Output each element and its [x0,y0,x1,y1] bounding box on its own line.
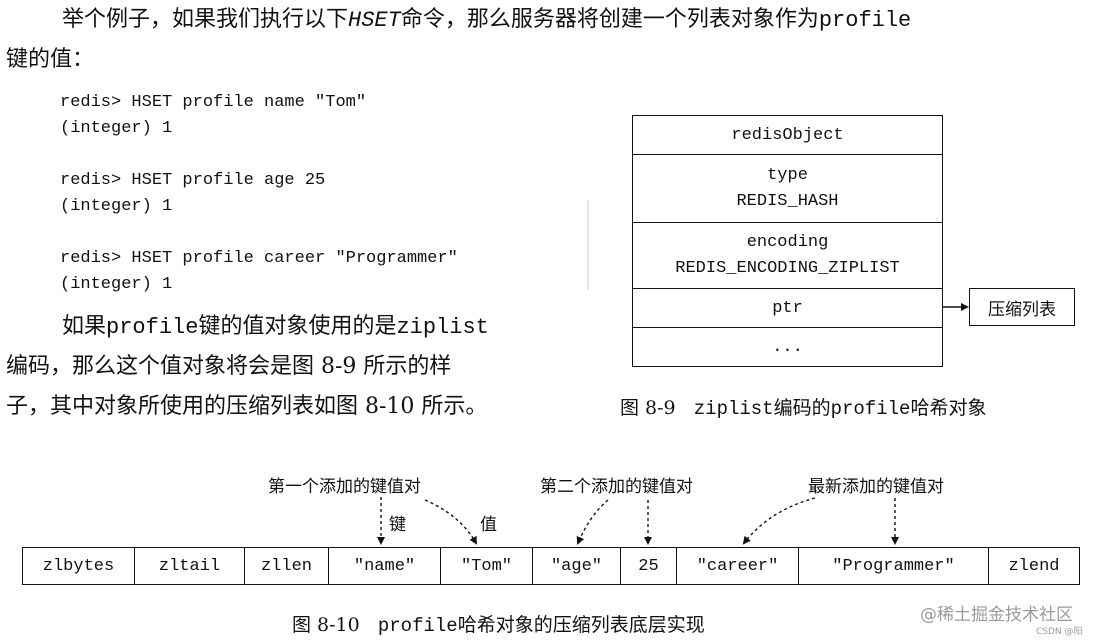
code-line-7: redis> HSET profile career "Programmer" [60,249,458,268]
obj-row-encoding-label: encoding [746,232,829,252]
obj-row-ptr: ptr [633,289,942,328]
obj-row-ellipsis: ... [633,328,942,366]
zl-cell-age: "age" [533,548,621,584]
zl-cell-programmer: "Programmer" [799,548,989,584]
para2-line2: 编码，那么这个值对象将会是图 8-9 所示的样 [6,354,452,379]
arrow-first-to-tom [424,499,477,545]
zl-cell-zltail: zltail [135,548,245,584]
figure-8-9-text: 编码的 [773,397,831,419]
para2-line3: 子，其中对象所使用的压缩列表如图 8-10 所示。 [6,394,488,419]
zl-cell-zlend: zlend [1008,556,1060,576]
figure-8-10-caption: 图 8-10 profile哈希对象的压缩列表底层实现 [292,610,705,637]
figure-8-9-number: 图 8-9 [620,397,676,419]
obj-row-type: type REDIS_HASH [633,155,942,223]
watermark-sub: CSDN @阳 [1036,627,1083,637]
zl-cell-tom: "Tom" [441,548,533,584]
zl-cell-zllen: zllen [245,548,329,584]
obj-row-type-value: REDIS_HASH [736,191,839,211]
para2-line1: 如果profile键的值对象使用的是ziplist [62,313,489,342]
figure-8-10-profile: profile [377,615,458,637]
zl-cell-career: "career" [677,548,799,584]
obj-row-type-label: type [767,165,808,185]
para1-line1: 举个例子，如果我们执行以下HSET命令，那么服务器将创建一个列表对象作为prof… [62,6,911,35]
figure-8-9-caption: 图 8-9 ziplist编码的profile哈希对象 [620,393,986,420]
figure-8-10-text: 哈希对象的压缩列表底层实现 [457,614,705,636]
anno-latest-pair: 最新添加的键值对 [808,477,944,497]
para1-hset-command: HSET [348,8,401,33]
figure-8-9-ziplist: ziplist [693,398,774,420]
code-line-5: (integer) 1 [60,197,173,216]
anno-value: 值 [480,515,497,535]
code-line-2: (integer) 1 [60,119,173,138]
ziplist-target-box: 压缩列表 [969,288,1075,326]
obj-row-ellipsis-label: ... [772,337,803,357]
para2-profile-key: profile [106,315,199,340]
arrow-latest-to-career [742,497,816,545]
zl-cell-name: "name" [329,548,441,584]
para1-profile-key: profile [818,8,912,33]
redis-object-table: redisObject type REDIS_HASH encoding RED… [632,115,943,367]
watermark-main: @稀土掘金技术社区 [920,605,1073,625]
figure-8-9-hash-object: 哈希对象 [910,397,987,419]
obj-row-redisobject: redisObject [633,116,942,155]
para1-line2: 键的值： [6,47,95,72]
anno-first-pair: 第一个添加的键值对 [268,477,421,497]
arrow-second-to-age [576,499,609,545]
anno-key: 键 [389,515,406,535]
para1-text-a: 举个例子，如果我们执行以下 [62,7,349,32]
para2-ziplist-encoding: ziplist [396,315,489,340]
zl-cell-25: 25 [621,548,677,584]
obj-row-redisobject-label: redisObject [731,125,844,145]
figure-8-9-profile: profile [830,398,911,420]
code-line-4: redis> HSET profile age 25 [60,171,326,190]
zl-cell-zlbytes: zlbytes [23,548,135,584]
para2-text-a: 如果 [62,314,107,339]
figure-8-10-number: 图 8-10 [292,614,360,636]
para2-text-b: 键的值对象使用的是 [198,314,397,339]
anno-second-pair: 第二个添加的键值对 [540,477,693,497]
obj-row-ptr-label: ptr [772,298,803,318]
para1-text-b: 命令，那么服务器将创建一个列表对象作为 [400,7,819,32]
obj-row-encoding-value: REDIS_ENCODING_ZIPLIST [675,258,900,278]
code-line-1: redis> HSET profile name "Tom" [60,93,367,112]
ziplist-row: zlbytes zltail zllen "name" "Tom" "age" … [22,547,1080,585]
code-line-8: (integer) 1 [60,275,173,294]
obj-row-encoding: encoding REDIS_ENCODING_ZIPLIST [633,223,942,289]
